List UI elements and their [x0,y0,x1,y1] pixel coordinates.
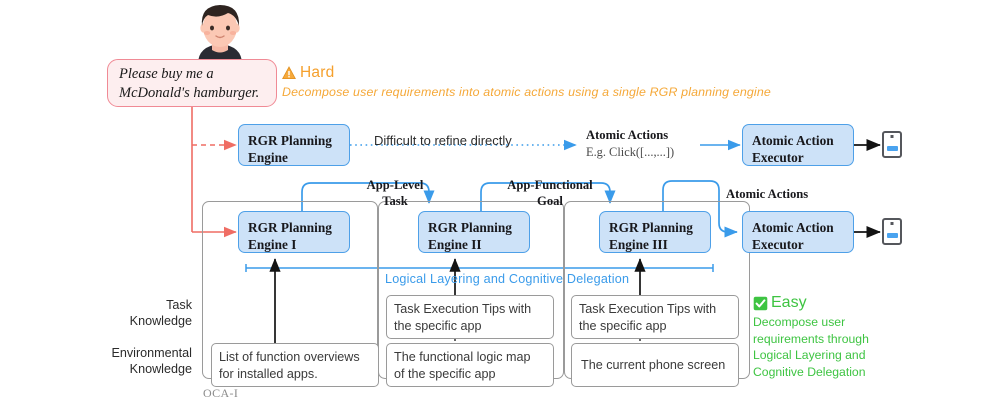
arrow-label-app-level-line1: App-Level [366,178,424,192]
row-label-environmental-knowledge: Environmental Knowledge [96,345,192,377]
environmental-knowledge-line-2: Knowledge [129,362,192,376]
hard-title-text: Hard [300,64,335,81]
executor-bottom-line-2: Executor [752,236,804,252]
engine-2-line-2: Engine II [428,236,482,252]
hard-description: Decompose user requirements into atomic … [282,85,771,99]
easy-line-1: Decompose user [753,315,846,329]
task-knowledge-line-1: Task [166,298,192,312]
easy-line-2: requirements through [753,331,869,346]
executor-top-line-2: Executor [752,149,804,165]
env-knowledge-box-1-line-2: for installed apps. [219,366,318,381]
environmental-knowledge-box-3: The current phone screen [571,343,739,387]
engine-1-line-1: RGR Planning [248,220,332,235]
phone-screen-bar-bottom [886,233,898,238]
arrow-label-app-functional-line2: Goal [537,193,563,208]
environmental-knowledge-box-2: The functional logic map of the specific… [386,343,554,387]
env-knowledge-box-1-line-1: List of function overviews [219,350,360,364]
rgr-planning-engine-top[interactable]: RGR Planning Engine [238,124,350,166]
atomic-action-executor-top[interactable]: Atomic Action Executor [742,124,854,166]
easy-annotation: Easy Decompose user requirements through… [753,294,903,380]
easy-title-row: Easy [753,294,903,312]
engine-top-line-2: Engine [248,149,288,165]
rgr-planning-engine-3[interactable]: RGR Planning Engine III [599,211,711,253]
warning-icon [282,66,296,79]
env-knowledge-box-2-line-2: of the specific app [394,366,496,381]
task-knowledge-box-2-line-2: the specific app [394,318,482,333]
easy-line-3: Logical Layering and [753,348,866,362]
easy-title-text: Easy [771,294,807,311]
logical-layering-label: Logical Layering and Cognitive Delegatio… [385,272,630,286]
oca-container-label: OCA-I [203,386,239,400]
atomic-actions-example-top: E.g. Click([...,...]) [586,145,675,159]
executor-bottom-line-1: Atomic Action [752,220,834,235]
task-knowledge-box-3-line-2: the specific app [579,318,667,333]
engine-2-line-1: RGR Planning [428,220,512,235]
task-knowledge-box-3-line-1: Task Execution Tips with [579,302,717,316]
task-knowledge-box-2-line-1: Task Execution Tips with [394,302,532,316]
arrow-label-atomic-actions-bottom: Atomic Actions [726,187,809,201]
phone-icon-top [882,131,902,158]
engine-1-line-2: Engine I [248,236,297,252]
bubble-line-2: McDonald's hamburger. [119,85,260,101]
easy-description: Decompose user requirements through Logi… [753,314,903,380]
phone-camera-dot-bottom [890,222,894,225]
engine-3-line-1: RGR Planning [609,220,693,235]
phone-camera-dot-top [890,135,894,138]
arrow-label-app-functional-line1: App-Functional [507,178,593,192]
atomic-actions-title-top: Atomic Actions [586,128,669,142]
rgr-planning-engine-1[interactable]: RGR Planning Engine I [238,211,350,253]
row-label-task-knowledge: Task Knowledge [120,297,192,329]
hard-title-row: Hard [282,64,771,82]
engine-top-line-1: RGR Planning [248,133,332,148]
edge-label-difficult-to-refine: Difficult to refine directly [374,133,512,148]
task-knowledge-box-3: Task Execution Tips with the specific ap… [571,295,739,339]
atomic-action-executor-bottom[interactable]: Atomic Action Executor [742,211,854,253]
environmental-knowledge-line-1: Environmental [111,346,192,360]
bubble-line-1: Please buy me a [119,66,214,82]
executor-top-line-1: Atomic Action [752,133,834,148]
user-request-bubble: Please buy me a McDonald's hamburger. [107,59,277,107]
user-avatar-icon [198,5,242,64]
rgr-planning-engine-2[interactable]: RGR Planning Engine II [418,211,530,253]
env-knowledge-box-2-line-1: The functional logic map [394,350,531,364]
task-knowledge-box-2: Task Execution Tips with the specific ap… [386,295,554,339]
hard-annotation: Hard Decompose user requirements into at… [282,64,771,99]
task-knowledge-line-2: Knowledge [129,314,192,328]
phone-icon-bottom [882,218,902,245]
phone-screen-bar-top [886,146,898,151]
arrow-label-app-functional: App-Functional Goal [492,178,608,209]
arrow-label-app-level-line2: Task [382,193,408,208]
check-square-icon [753,296,768,310]
env-knowledge-box-3-line-1: The current phone screen [581,357,726,372]
arrow-label-app-level: App-Level Task [340,178,450,209]
easy-line-4: Cognitive Delegation [753,364,866,379]
environmental-knowledge-box-1: List of function overviews for installed… [211,343,379,387]
engine-3-line-2: Engine III [609,236,668,252]
